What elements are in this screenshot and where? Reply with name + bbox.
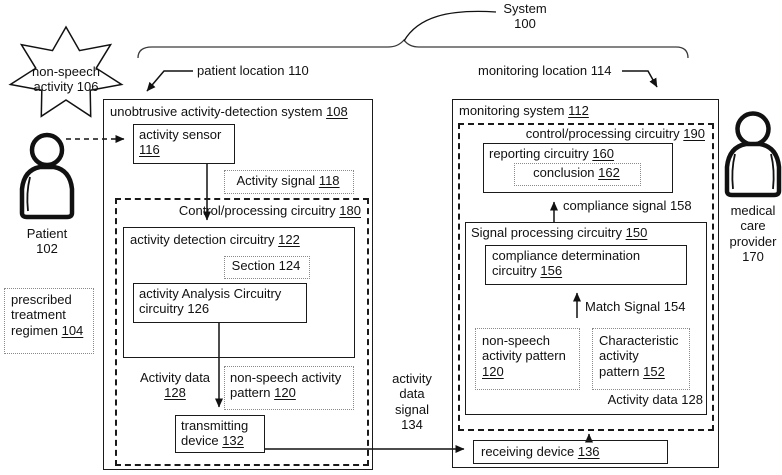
compliance-determination-circuitry-box (485, 245, 687, 285)
nonspeech-activity-pattern-120-right-label: non-speech activity pattern 120 (482, 333, 566, 379)
nonspeech-activity-pattern-120-left-label: non-speech activity pattern 120 (230, 370, 342, 401)
unobtrusive-system-title: unobtrusive activity-detection system 10… (110, 104, 348, 119)
monitoring-system-box (452, 99, 719, 468)
monitoring-location-label: monitoring location 114 (478, 63, 612, 78)
monitoring-system-title: monitoring system 112 (459, 103, 589, 118)
control-processing-circuitry-190-box (458, 123, 714, 431)
nonspeech-activity-pattern-120-right-box (475, 328, 580, 390)
reporting-circuitry-box (483, 143, 673, 193)
conclusion-box (514, 163, 641, 186)
activity-signal-box (224, 170, 354, 194)
nonspeech-activity-pattern-120-left-box (224, 366, 354, 410)
compliance-determination-circuitry-label: compliance determination circuitry 156 (492, 248, 641, 279)
activity-sensor-label: activity sensor 116 (139, 127, 222, 158)
characteristic-activity-pattern-label: Characteristic activity pattern 152 (599, 333, 679, 379)
activity-data-128-left-label: Activity data 128 (139, 370, 211, 401)
activity-data-128-right-label: Activity data 128 (607, 392, 703, 407)
activity-analysis-circuitry-label: activity Analysis Circuitry circuitry 12… (139, 286, 282, 317)
conclusion-label: conclusion 162 (533, 165, 620, 180)
monitoring-location-arrow (622, 70, 658, 88)
unobtrusive-activity-detection-system-box (103, 99, 373, 470)
star-label: non-speech activity 106 (32, 64, 100, 95)
section-box (224, 256, 310, 279)
activity-signal-label: Activity signal 118 (236, 173, 340, 188)
section-label: Section 124 (231, 258, 301, 273)
system-label: System 100 (503, 1, 547, 32)
activity-detection-circuitry-label: activity detection circuitry 122 (130, 232, 300, 247)
control-processing-circuitry-190-label: control/processing circuitry 190 (525, 126, 705, 141)
activity-data-signal-label: activity data signal 134 (392, 371, 432, 432)
activity-analysis-circuitry-box (133, 283, 307, 323)
activity-sensor-box (133, 124, 235, 164)
provider-label: medical care provider 170 (729, 203, 777, 264)
prescribed-treatment-regimen-label: prescribed treatment regimen 104 (11, 292, 84, 338)
prescribed-treatment-regimen-box (4, 288, 94, 354)
receiving-device-box (473, 440, 668, 464)
reporting-circuitry-label: reporting circuitry 160 (489, 146, 615, 161)
control-processing-circuitry-180-label: Control/processing circuitry 180 (178, 203, 361, 218)
signal-processing-circuitry-label: Signal processing circuitry 150 (471, 225, 648, 240)
compliance-signal-label: compliance signal 158 (563, 198, 692, 213)
system-brace (137, 38, 689, 59)
receiving-device-label: receiving device 136 (481, 444, 600, 459)
match-signal-label: Match Signal 154 (585, 299, 686, 314)
patient-location-arrow (146, 70, 193, 92)
transmitting-device-label: transmitting device 132 (181, 418, 249, 449)
activity-detection-circuitry-box (123, 227, 355, 358)
medical-care-provider-icon (724, 111, 782, 198)
control-processing-circuitry-180-box (115, 198, 369, 466)
patient-location-label: patient location 110 (197, 63, 309, 78)
patient-icon (19, 132, 75, 220)
star-burst-icon (8, 25, 124, 118)
system-leader-line (403, 10, 497, 42)
patient-label: Patient 102 (26, 226, 68, 257)
signal-processing-circuitry-box (465, 222, 707, 415)
characteristic-activity-pattern-box (592, 328, 690, 390)
transmitting-device-box (175, 415, 265, 453)
